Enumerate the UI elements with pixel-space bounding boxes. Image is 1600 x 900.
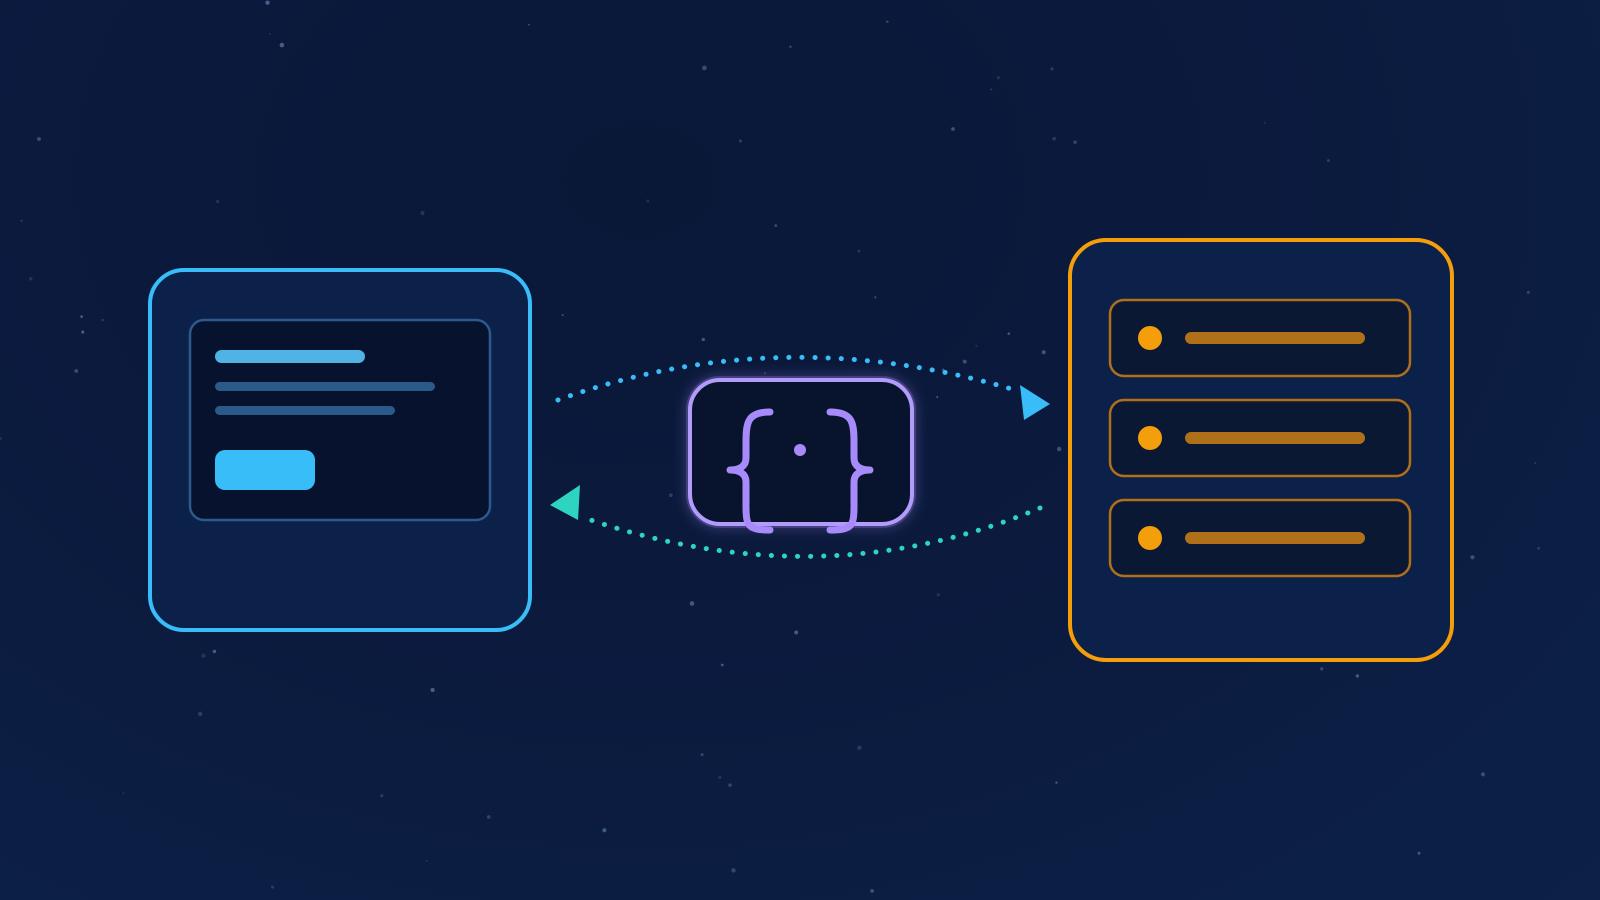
star-dot [794, 630, 799, 635]
star-dot [702, 65, 707, 71]
server-rack-2 [1108, 398, 1412, 478]
star-dot [1055, 781, 1058, 784]
star-dot [990, 88, 993, 91]
star-dot [789, 45, 792, 49]
star-dot [216, 199, 220, 204]
star-dot [528, 23, 530, 26]
client-node [148, 268, 532, 632]
star-dot [20, 219, 23, 222]
star-dot [728, 783, 732, 787]
star-dot [265, 0, 270, 5]
star-dot [1417, 851, 1421, 855]
browser-text-line-2 [215, 406, 395, 415]
star-dot [80, 315, 83, 318]
star-dot [1537, 546, 1541, 550]
star-dot [962, 359, 967, 364]
star-dot [996, 76, 1000, 80]
star-dot [936, 396, 939, 398]
star-dot [885, 20, 889, 24]
server-bar [1185, 532, 1365, 544]
star-dot [1050, 67, 1054, 71]
star-dot [1481, 772, 1485, 777]
request-arrow-path [555, 354, 1018, 403]
star-dot [738, 139, 742, 143]
browser-window-icon [188, 318, 492, 522]
star-dot [1320, 667, 1324, 671]
star-dot [271, 885, 275, 889]
right-brace [826, 408, 874, 534]
star-dot [951, 127, 955, 131]
star-dot [1355, 674, 1360, 678]
api-node [686, 376, 916, 534]
server-bar [1185, 432, 1365, 444]
star-dot [1526, 290, 1530, 294]
star-dot [602, 828, 607, 833]
request-arrow [555, 354, 1050, 420]
star-dot [700, 753, 704, 757]
server-node [1068, 238, 1454, 662]
server-stack-icon [1108, 298, 1412, 578]
star-dot [857, 249, 861, 253]
star-dot [1041, 350, 1046, 355]
star-dot [870, 889, 874, 893]
response-arrowhead [550, 485, 580, 520]
browser-heading-line [215, 350, 365, 363]
star-dot [29, 277, 33, 281]
left-brace [726, 408, 774, 534]
server-status-light [1138, 526, 1162, 550]
star-dot [1073, 140, 1077, 144]
star-dot [774, 224, 778, 228]
star-dot [212, 649, 217, 654]
star-dot [201, 653, 206, 658]
server-bar [1185, 332, 1365, 344]
curly-braces-icon [726, 408, 874, 534]
star-dot [646, 199, 650, 203]
star-dot [857, 745, 862, 750]
star-dot [720, 663, 724, 667]
browser-text-line-1 [215, 382, 435, 391]
star-dot [122, 792, 125, 794]
star-dot [0, 436, 2, 441]
star-dot [1263, 121, 1266, 125]
star-dot [668, 493, 673, 498]
browser-button-shape [215, 450, 315, 490]
request-arrowhead [1020, 385, 1050, 420]
star-dot [1052, 136, 1057, 141]
star-dot [37, 137, 41, 141]
center-dot [794, 444, 806, 456]
star-dot [764, 372, 766, 375]
star-dot [101, 318, 104, 322]
star-dot [74, 369, 79, 373]
star-dot [1007, 332, 1011, 335]
star-dot [975, 344, 978, 347]
star-dot [701, 337, 705, 342]
server-rack-3 [1108, 498, 1412, 578]
star-dot [718, 775, 722, 780]
star-dot [936, 593, 940, 597]
star-dot [1534, 462, 1537, 464]
star-dot [874, 296, 877, 299]
star-dot [430, 687, 435, 693]
server-rack-1 [1108, 298, 1412, 378]
server-status-light [1138, 426, 1162, 450]
star-dot [81, 330, 85, 334]
star-dot [731, 868, 736, 873]
response-arrow-path [579, 505, 1043, 559]
star-dot [425, 859, 428, 862]
star-dot [1327, 159, 1330, 162]
star-dot [197, 711, 203, 717]
star-dot [420, 211, 425, 215]
star-dot [380, 794, 384, 798]
star-dot [1056, 446, 1062, 452]
star-dot [1470, 555, 1475, 560]
star-dot [486, 815, 491, 819]
star-dot [279, 42, 285, 48]
server-status-light [1138, 326, 1162, 350]
star-dot [268, 32, 271, 35]
response-arrow [550, 485, 1043, 559]
star-dot [689, 601, 695, 606]
star-dot [561, 314, 564, 317]
